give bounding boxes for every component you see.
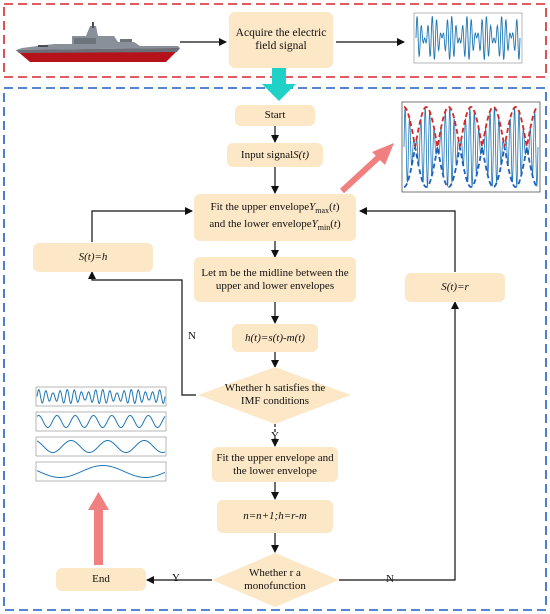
s-equals-r-box: S(t)=r: [405, 273, 505, 302]
input-signal-text: Input signal: [240, 148, 294, 161]
label-y-bottom: Y: [172, 572, 180, 584]
monofunction-decision-diamond: [212, 553, 339, 607]
h-equation-text: h(t)=s(t)-m(t): [245, 331, 305, 344]
n-update-box: n=n+1;h=r-m: [217, 500, 333, 533]
acquire-signal-text: Acquire the electric field signal: [235, 27, 327, 52]
label-y-middle: Y: [271, 430, 279, 442]
start-text: Start: [264, 109, 286, 121]
warship-icon: [16, 22, 180, 62]
s-equals-h-box: S(t)=h: [33, 243, 153, 272]
label-n-left: N: [188, 330, 196, 342]
acquire-signal-box: Acquire the electric field signal: [229, 12, 333, 68]
end-box: End: [56, 568, 146, 591]
s-equals-h-text: S(t)=h: [78, 251, 108, 263]
imf-decision-diamond: [198, 367, 351, 424]
monofunction-decision-text: Whether r a monofunction: [244, 567, 306, 592]
fit-envelopes-2-text: Fit the upper envelope and the lower env…: [216, 451, 334, 477]
midline-box: Let m be the midline between the upper a…: [194, 257, 356, 302]
envelope-plot: [401, 101, 541, 193]
imf-decision-text: Whether h satisfies the IMF conditions: [224, 382, 326, 407]
end-text: End: [92, 573, 110, 585]
label-n-bottom: N: [386, 573, 394, 585]
imf-components-plot: [35, 386, 167, 482]
input-signal-var: S(t): [293, 148, 310, 161]
raw-signal-plot: [413, 12, 523, 64]
input-signal-box: Input signalS(t): [227, 143, 323, 167]
s-equals-r-text: S(t)=r: [441, 281, 469, 293]
midline-text: Let m be the midline between the upper a…: [201, 266, 349, 292]
pink-arrow-imf: [88, 492, 109, 565]
n-update-text: n=n+1;h=r-m: [243, 510, 307, 522]
h-equation-box: h(t)=s(t)-m(t): [232, 324, 318, 352]
fit-envelopes-box: Fit the upper envelopeYmax(t) and the lo…: [194, 194, 356, 241]
cyan-flow-arrow: [262, 64, 296, 101]
fit-lower-text: and the lower envelope: [209, 217, 312, 230]
fit-upper-text: Fit the upper envelope: [210, 201, 310, 214]
start-box: Start: [235, 105, 315, 126]
fit-envelopes-2-box: Fit the upper envelope and the lower env…: [212, 447, 338, 482]
pink-arrow-envelope: [339, 143, 394, 194]
